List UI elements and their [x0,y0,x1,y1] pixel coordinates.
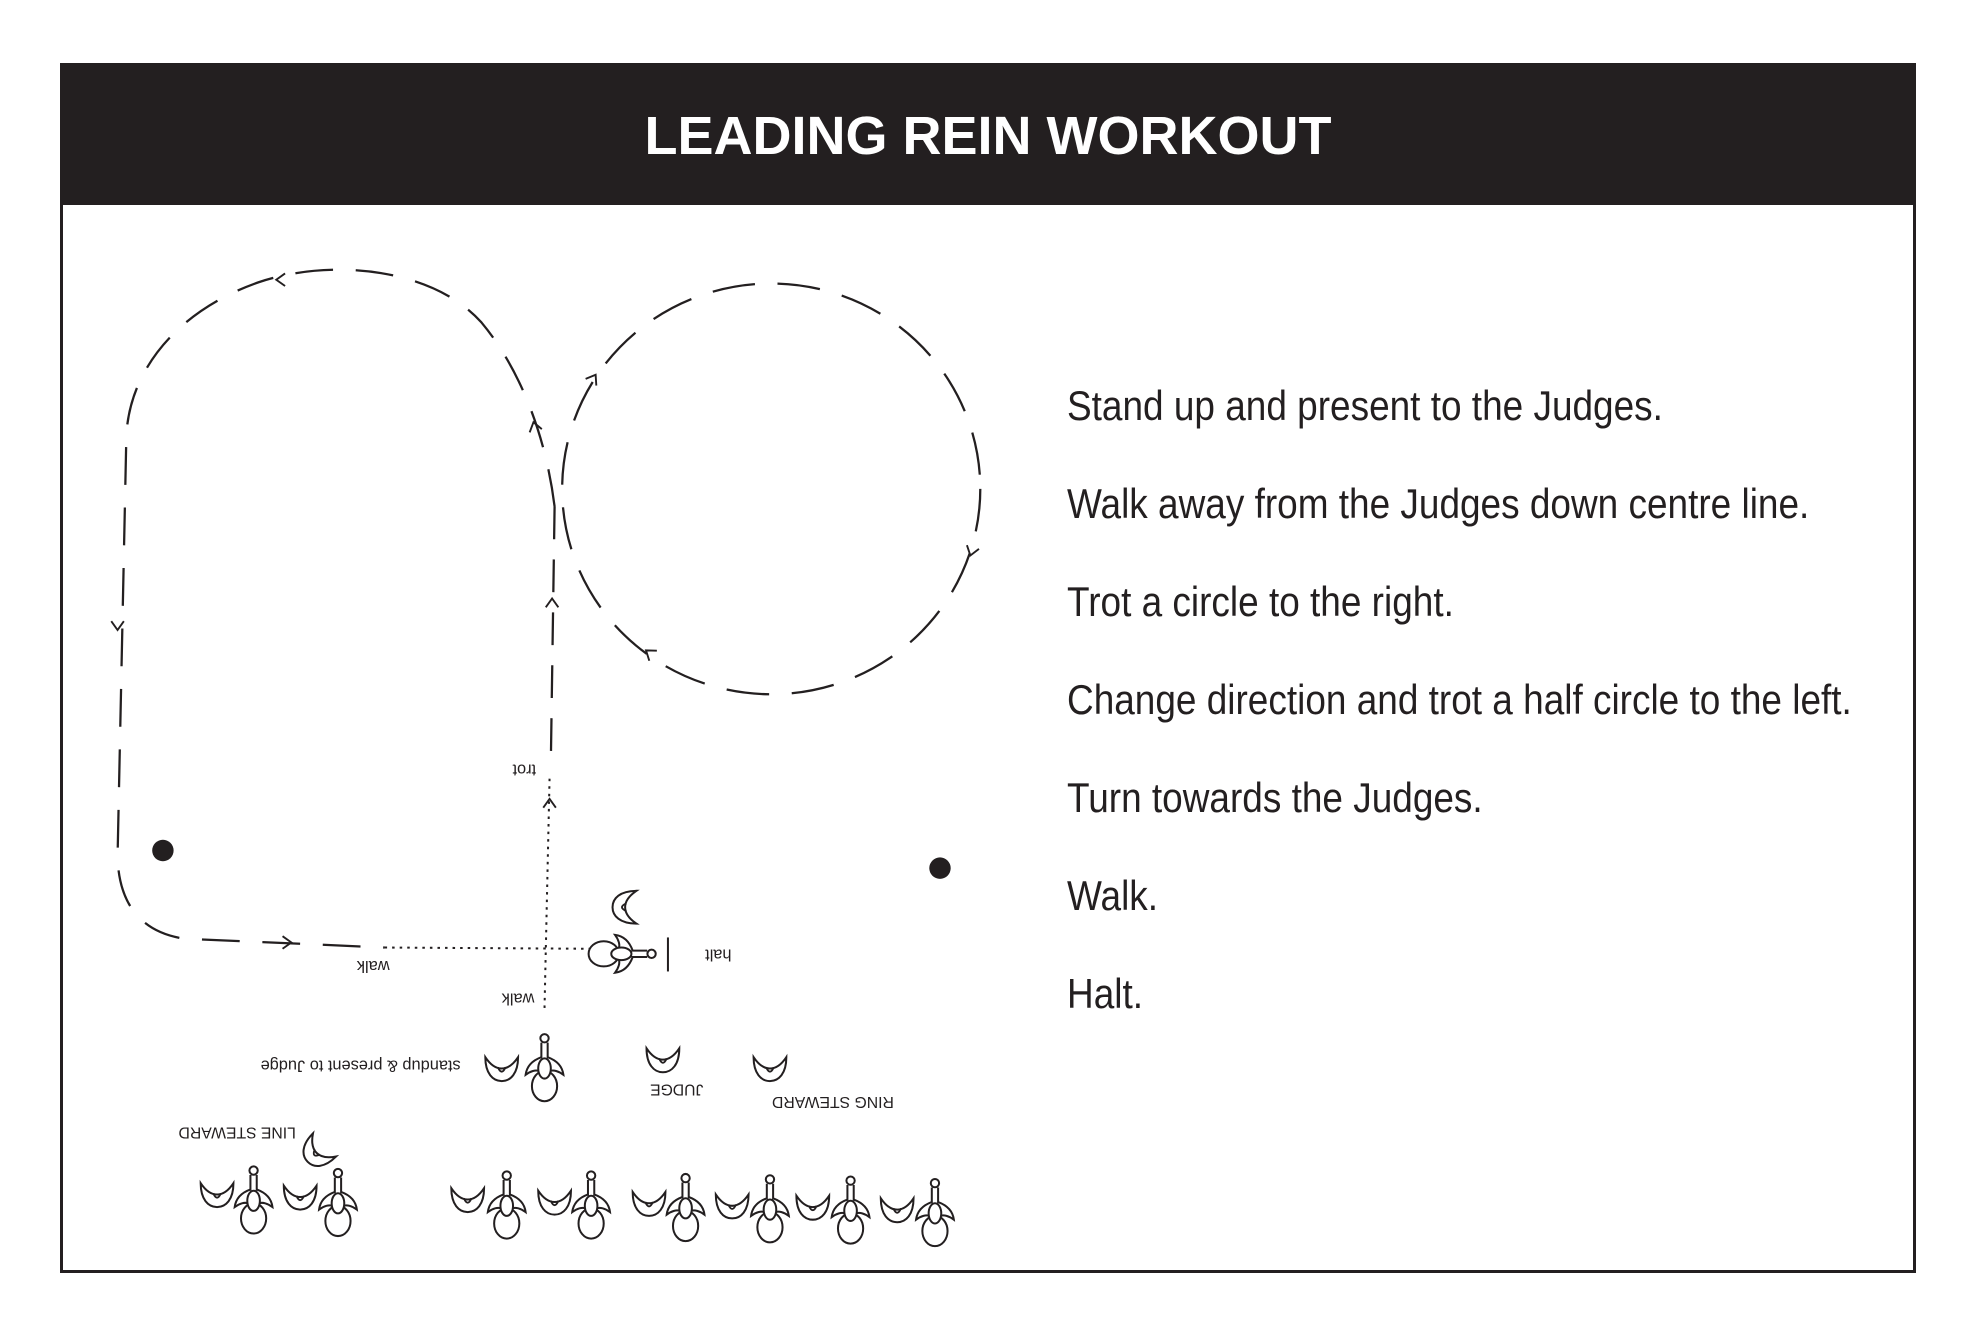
instruction-line: Trot a circle to the right. [1067,578,1454,625]
direction-arrow-icon [275,272,287,287]
direction-arrow-icon [584,370,602,387]
horse-rider-icon [587,933,657,974]
instruction-line: Halt. [1067,970,1143,1017]
circle-right-route [561,282,982,696]
person-icon [611,889,638,925]
person-icon [295,1132,338,1175]
marker-dot-icon [152,839,174,862]
instruction-line: Walk. [1067,872,1159,919]
instruction-line: Stand up and present to the Judges. [1067,382,1663,429]
person-icon [484,1056,520,1083]
person-icon [645,1047,681,1074]
instructions-list: Stand up and present to the Judges. Walk… [1067,357,1907,1043]
judging-area [295,1033,788,1175]
centre-line-walk-route [543,778,551,1009]
horse-rider-icon [318,1167,358,1238]
person-icon [282,1184,318,1211]
halt-label: halt [705,945,732,963]
instruction-line: Turn towards the Judges. [1067,774,1483,821]
line-steward-label: LINE STEWARD [178,1123,295,1140]
marker-dot-icon [929,857,951,879]
person-icon [631,1190,667,1217]
centre-line-trot-route [549,506,556,764]
direction-arrow-icon [526,419,543,434]
ring-steward-label: RING STEWARD [772,1093,894,1110]
person-icon [879,1197,915,1224]
person-icon [752,1056,788,1083]
horse-rider-icon [750,1174,790,1244]
person-icon [537,1189,572,1216]
trot-label: trot [512,760,536,778]
direction-arrow-icon [544,597,560,609]
person-icon [450,1187,486,1214]
person-icon [199,1182,235,1209]
walk-to-halt-label: walk [356,957,391,975]
header-bar: LEADING REIN WORKOUT [63,66,1913,205]
horse-rider-icon [486,1170,527,1240]
half-circle-left-route [116,268,556,949]
judge-label: JUDGE [650,1080,703,1097]
arena-diagram: trot walk walk halt standup & present to… [110,268,982,1248]
competitor-lineup [199,1165,955,1248]
person-icon [714,1193,750,1220]
instruction-line: Walk away from the Judges down centre li… [1067,480,1810,527]
direction-arrow-icon [963,544,980,559]
walk-to-halt-route [384,946,593,950]
person-icon [795,1194,831,1221]
horse-rider-icon [524,1033,565,1103]
horse-rider-icon [830,1175,871,1245]
horse-rider-icon [665,1172,706,1243]
horse-rider-icon [915,1177,955,1248]
standup-label: standup & present to Judge [261,1056,461,1074]
walk-centre-line-label: walk [501,990,536,1008]
horse-rider-icon [571,1170,612,1240]
page-title: LEADING REIN WORKOUT [644,105,1332,166]
instruction-line: Change direction and trot a half circle … [1067,676,1852,723]
workout-card: LEADING REIN WORKOUT [60,63,1916,1273]
horse-rider-icon [233,1165,274,1235]
